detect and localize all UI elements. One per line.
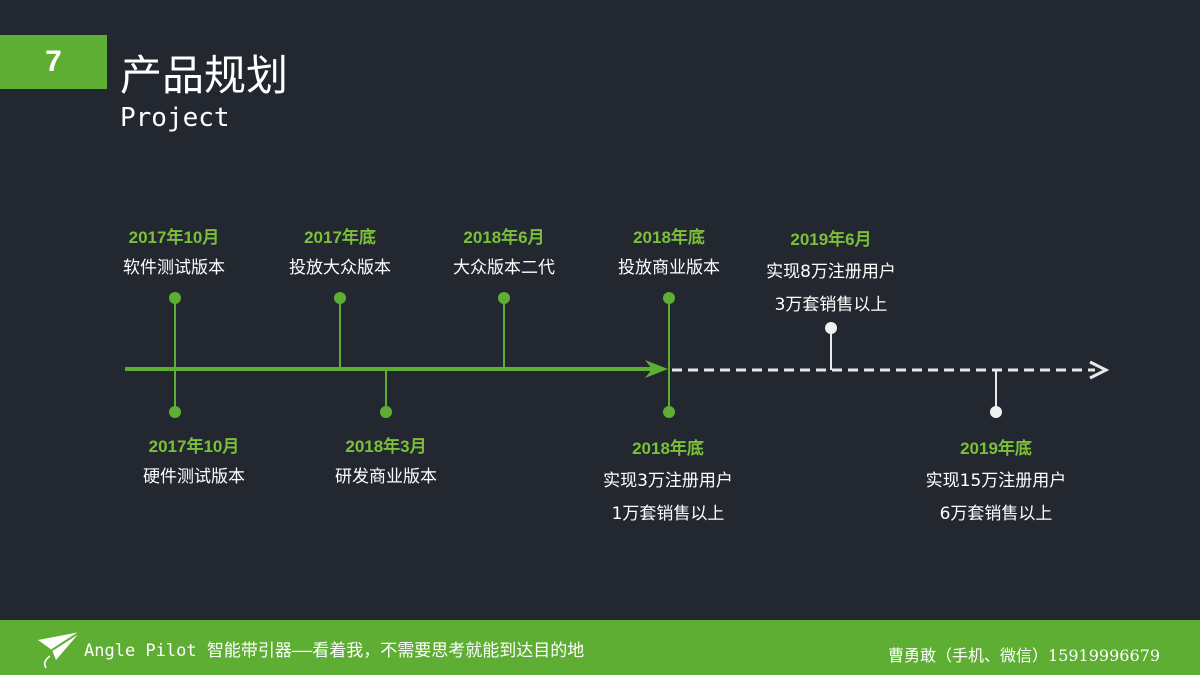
milestone-text: 实现3万注册用户 — [603, 471, 733, 491]
milestone-label: 2018年3月 研发商业版本 — [276, 432, 496, 492]
milestone-label: 2017年10月 硬件测试版本 — [84, 432, 304, 492]
milestone-marker-planned — [990, 370, 1002, 418]
milestone-label: 2018年底 投放商业版本 — [559, 223, 779, 283]
milestone-text: 实现8万注册用户 — [766, 262, 896, 282]
milestone-date: 2018年底 — [633, 228, 705, 247]
milestone-label: 2017年底 投放大众版本 — [230, 223, 450, 283]
page-subtitle: Project — [120, 103, 230, 133]
milestone-text: 1万套销售以上 — [611, 504, 725, 524]
footer-contact: 曹勇敢（手机、微信）15919996679 — [888, 646, 1160, 665]
milestone-text: 投放大众版本 — [289, 258, 391, 278]
milestone-marker-planned — [825, 322, 837, 370]
milestone-text: 研发商业版本 — [335, 467, 437, 487]
milestone-text: 6万套销售以上 — [939, 504, 1053, 524]
milestone-date: 2018年3月 — [345, 437, 427, 456]
milestone-marker — [169, 292, 181, 412]
milestone-date: 2019年6月 — [790, 230, 872, 249]
footer-slogan: Angle Pilot 智能带引器——看着我，不需要思考就能到达目的地 — [84, 641, 585, 661]
milestone-marker — [663, 406, 675, 418]
milestone-marker — [380, 369, 392, 418]
milestone-text: 实现15万注册用户 — [925, 471, 1067, 491]
milestone-label: 2018年底 实现3万注册用户 1万套销售以上 — [558, 432, 778, 531]
milestone-text: 3万套销售以上 — [774, 295, 888, 315]
footer-bar: Angle Pilot 智能带引器——看着我，不需要思考就能到达目的地 曹勇敢（… — [0, 620, 1200, 675]
paper-plane-icon — [38, 631, 81, 669]
milestone-text: 投放商业版本 — [618, 258, 720, 278]
milestone-label: 2019年6月 实现8万注册用户 3万套销售以上 — [721, 223, 941, 322]
milestone-text: 软件测试版本 — [123, 258, 225, 278]
section-number: 7 — [45, 45, 62, 78]
section-number-badge: 7 — [0, 35, 107, 89]
milestone-marker — [169, 406, 181, 418]
milestone-label: 2019年底 实现15万注册用户 6万套销售以上 — [886, 432, 1106, 531]
milestone-date: 2017年10月 — [128, 228, 220, 247]
milestone-text: 大众版本二代 — [453, 258, 555, 278]
milestone-marker — [498, 292, 510, 369]
milestone-label: 2017年10月 软件测试版本 — [64, 223, 284, 283]
milestone-date: 2018年6月 — [463, 228, 545, 247]
milestone-date: 2017年底 — [304, 228, 376, 247]
milestone-date: 2018年底 — [632, 439, 704, 458]
timeline-arrow-done — [645, 360, 668, 378]
milestone-text: 硬件测试版本 — [143, 467, 245, 487]
page-title: 产品规划 — [120, 51, 289, 100]
milestone-label: 2018年6月 大众版本二代 — [394, 223, 614, 283]
milestone-marker — [334, 292, 346, 369]
milestone-date: 2019年底 — [960, 439, 1032, 458]
timeline-graphic — [125, 292, 1110, 418]
milestone-date: 2017年10月 — [148, 437, 240, 456]
milestone-marker — [663, 292, 675, 412]
timeline-arrow-planned — [1089, 360, 1110, 380]
